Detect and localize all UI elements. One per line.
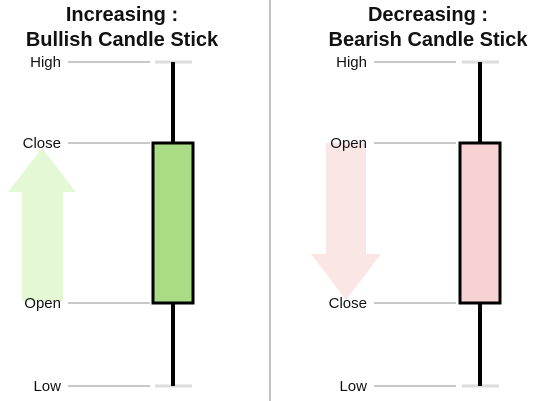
bearish-title-line1: Decreasing : <box>368 4 488 26</box>
bullish-panel: Increasing : Bullish Candle Stick High C… <box>8 4 219 395</box>
bullish-close-label: Close <box>23 135 61 152</box>
bearish-down-arrow <box>311 143 381 300</box>
bearish-high-label: High <box>336 54 367 71</box>
bearish-panel: Decreasing : Bearish Candle Stick High O… <box>311 4 528 395</box>
bullish-candle-body <box>151 141 195 305</box>
bullish-title-line1: Increasing : <box>66 4 178 26</box>
bearish-open-label: Open <box>330 135 367 152</box>
bearish-close-label: Close <box>329 295 367 312</box>
bullish-open-label: Open <box>24 295 61 312</box>
bullish-low-label: Low <box>33 378 61 395</box>
bearish-title-line2: Bearish Candle Stick <box>329 29 529 51</box>
bullish-high-label: High <box>30 54 61 71</box>
bullish-up-arrow <box>8 148 76 301</box>
bullish-title-line2: Bullish Candle Stick <box>26 29 219 51</box>
bearish-low-label: Low <box>339 378 367 395</box>
bearish-candle-body <box>458 141 502 305</box>
